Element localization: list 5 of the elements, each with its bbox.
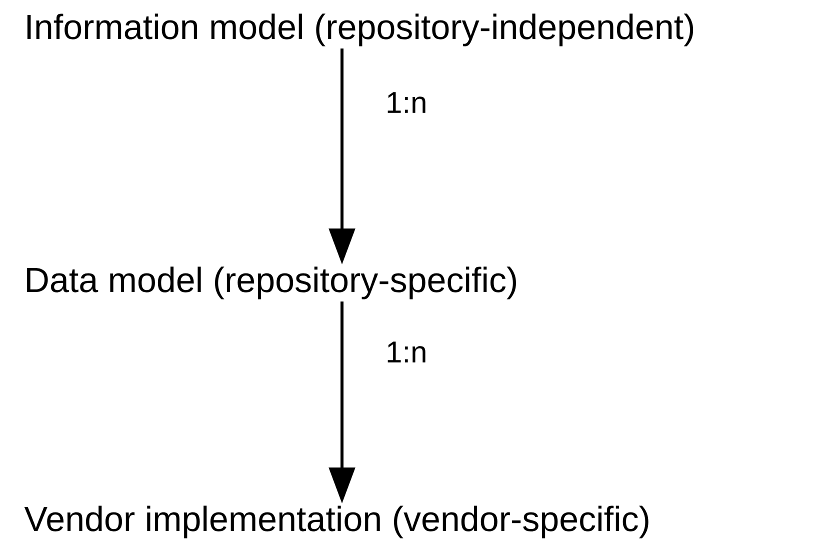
edge-label: 1:n [388,92,426,113]
node-text: Vendor implementation (vendor-specific) [24,506,648,538]
node-text: Data model (repository-specific) [27,266,516,300]
node-text: Information model (repository-independent) [27,14,694,46]
edge-label: 1:n [388,342,426,362]
